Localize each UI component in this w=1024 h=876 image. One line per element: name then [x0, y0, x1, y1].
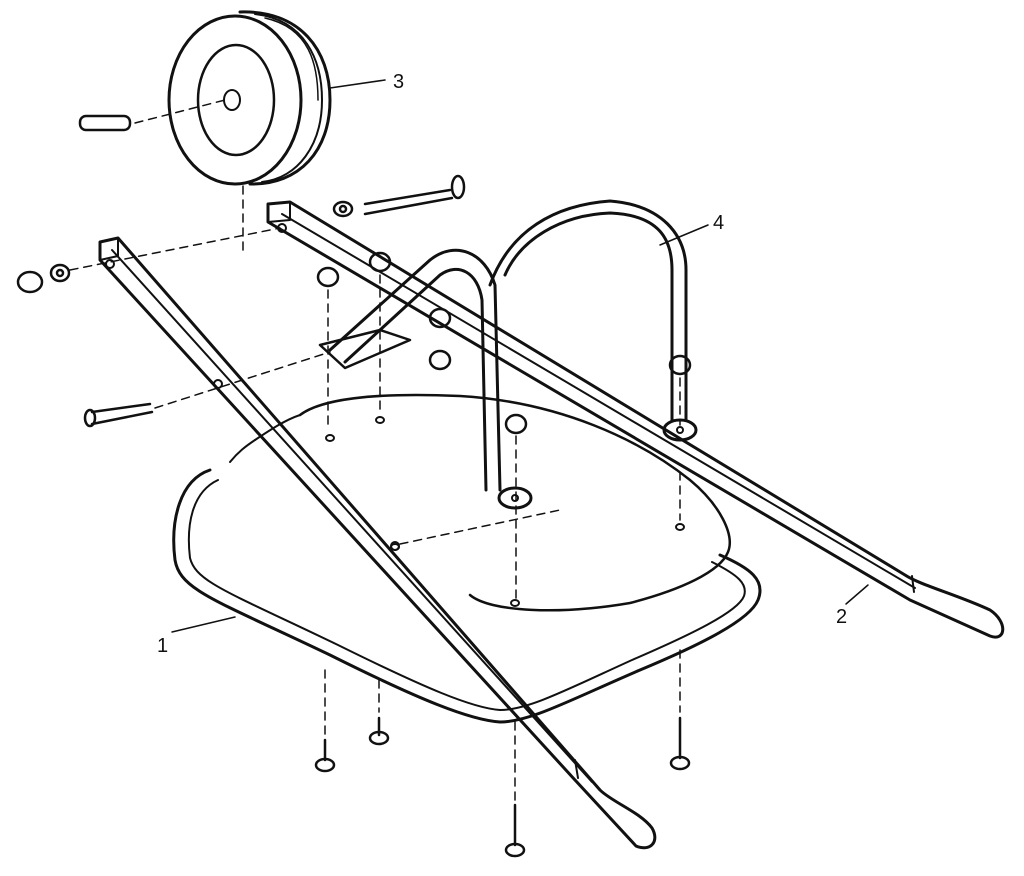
leg [318, 199, 698, 510]
axle [78, 114, 132, 132]
callout-label-3: 3 [393, 71, 404, 93]
callout-label-4: 4 [713, 212, 724, 234]
left-handle [98, 236, 657, 850]
fasteners [16, 174, 692, 858]
right-handle [266, 200, 1005, 639]
assembly-lines [69, 99, 681, 801]
callout-label-2: 2 [836, 606, 847, 628]
callout-leaders [171, 79, 869, 633]
tray [172, 393, 762, 724]
wheel [167, 10, 332, 186]
callout-label-1: 1 [157, 635, 168, 657]
